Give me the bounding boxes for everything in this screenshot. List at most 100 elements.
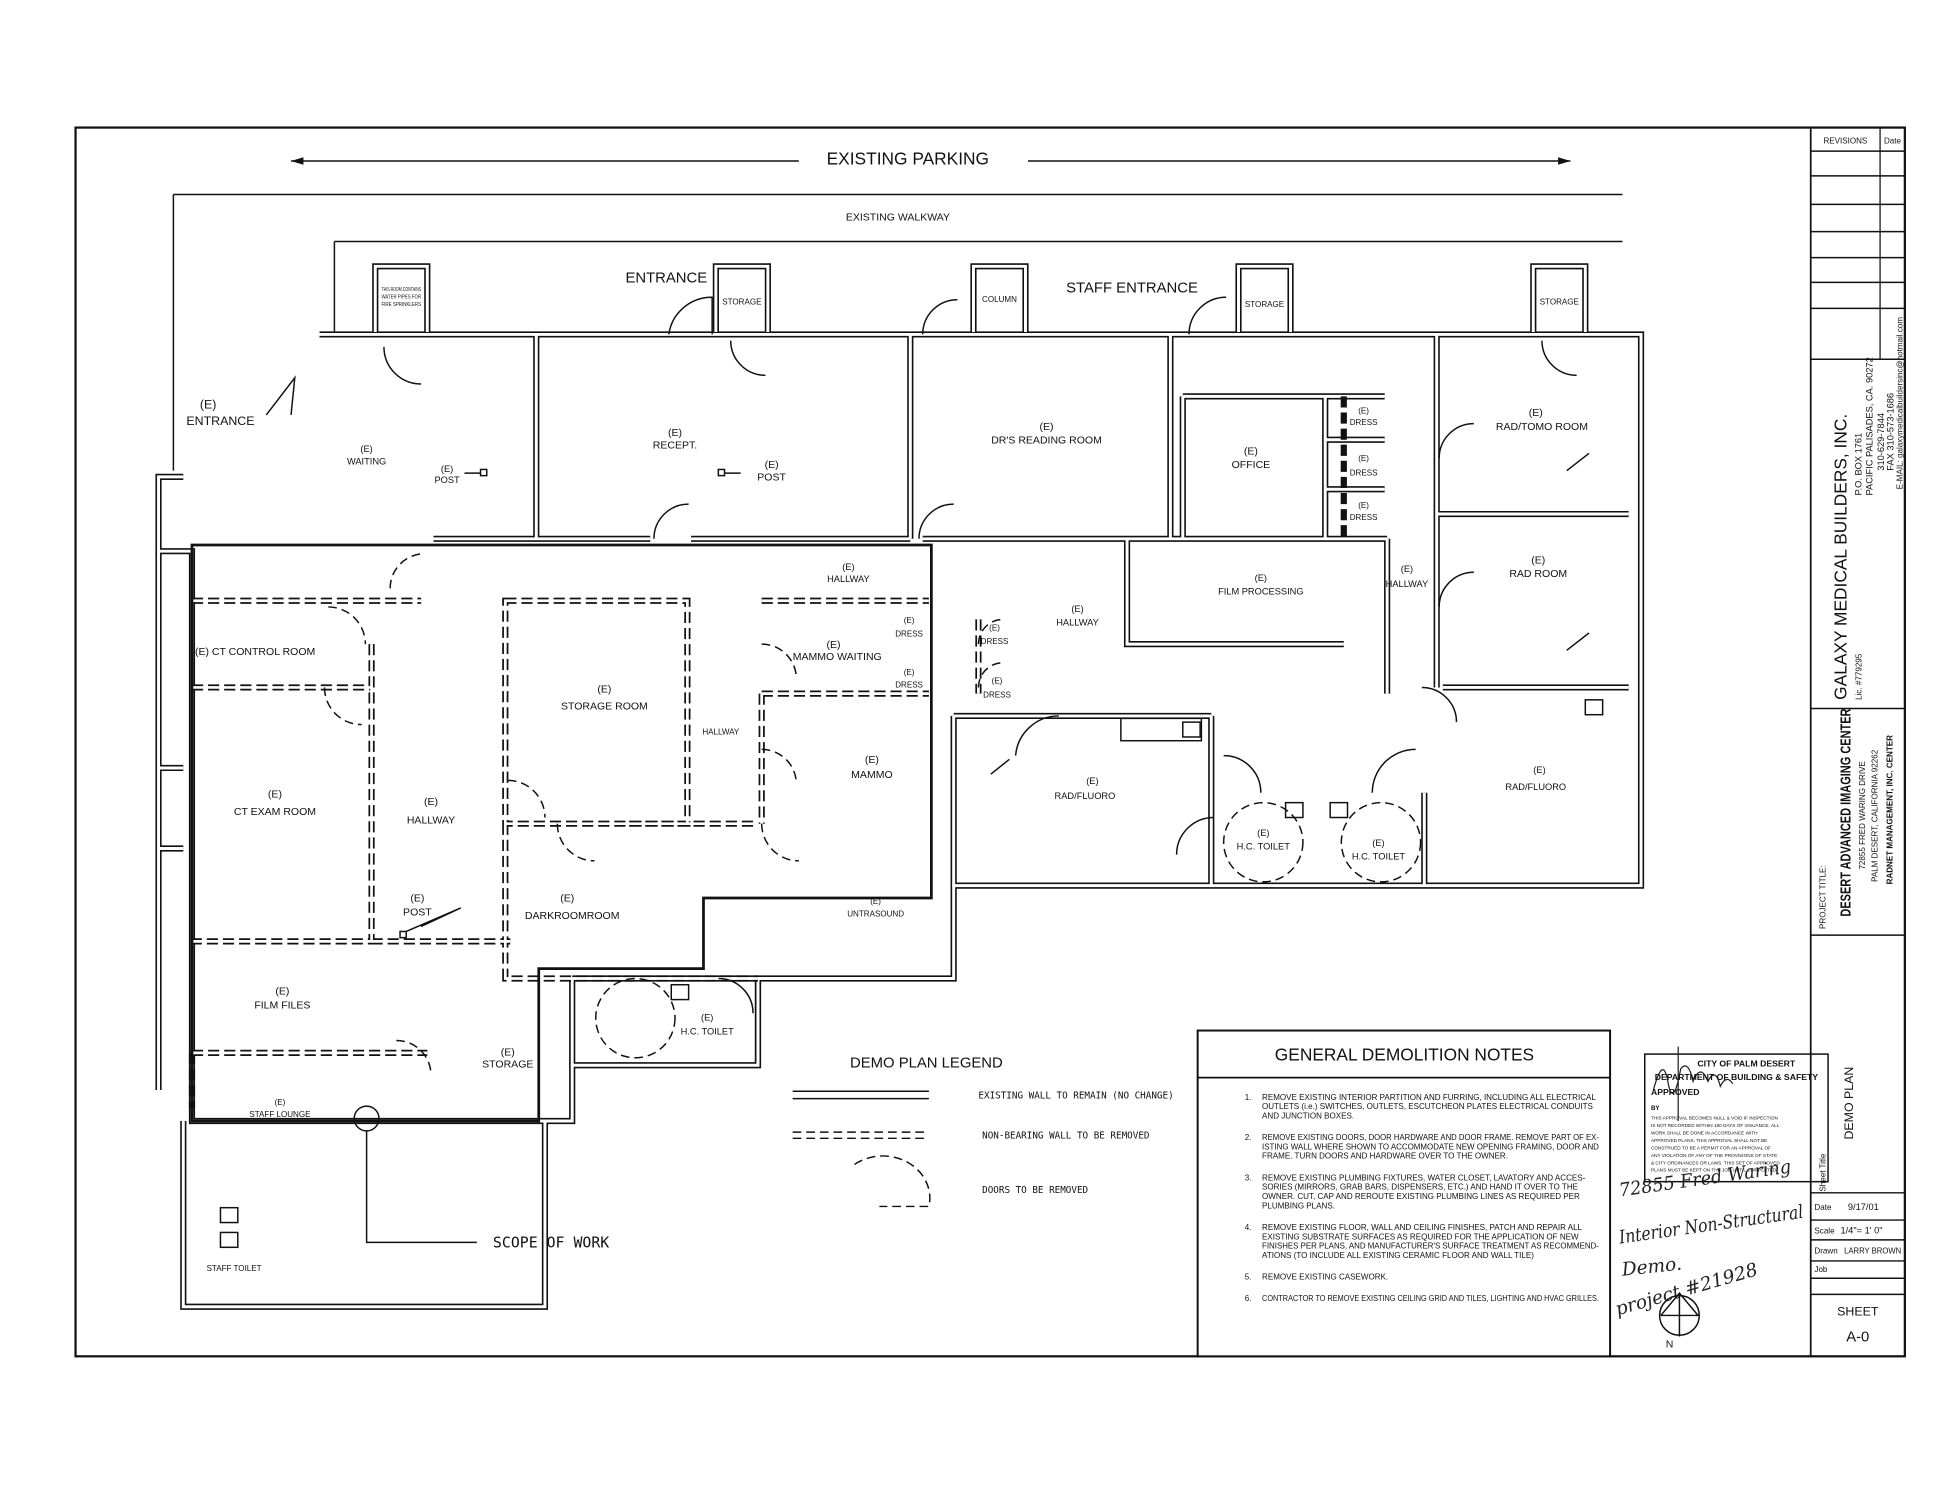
room-label: (E)RAD/FLUORO [1055, 776, 1116, 801]
note-number: 4. [1245, 1223, 1252, 1232]
svg-text:N: N [1666, 1339, 1674, 1351]
room-label: (E)UNTRASOUND [847, 897, 904, 918]
note-number: 2. [1245, 1133, 1252, 1142]
storage-label: STORAGE [722, 298, 762, 307]
room-label: (E)OFFICE [1232, 446, 1271, 472]
staff-entrance-label: STAFF ENTRANCE [1066, 280, 1198, 296]
note-line: FRAME. TURN DOORS AND HARDWARE OVER TO T… [1262, 1152, 1508, 1161]
room-label: (E)MAMMO WAITING [793, 639, 882, 663]
room-label: (E)FILM FILES [254, 986, 310, 1012]
room-label: (E)HALLWAY [827, 562, 870, 584]
note-line: REMOVE EXISTING DOORS, DOOR HARDWARE AND… [1262, 1133, 1599, 1142]
title-block: REVISIONS Date GALAXY MEDICAL BUILDERS, … [1809, 127, 1905, 1357]
sheet-title: DEMO PLAN [1842, 1067, 1856, 1140]
svg-text:9/17/01: 9/17/01 [1848, 1202, 1879, 1212]
sheet-number: A-0 [1846, 1329, 1869, 1345]
note-line: REMOVE EXISTING PLUMBING FIXTURES, WATER… [1262, 1173, 1586, 1182]
note-number: 5. [1245, 1273, 1252, 1282]
note-number: 1. [1245, 1093, 1252, 1102]
storage-label: STORAGE [1540, 298, 1580, 307]
stamp-text: PLANS MUST BE KEPT ON THE JOB UNTIL COMP… [1651, 1168, 1778, 1173]
room-label: HALLWAY [702, 728, 740, 737]
note-line: CONTRACTOR TO REMOVE EXISTING CEILING GR… [1262, 1294, 1599, 1303]
svg-text:Scale: Scale [1814, 1227, 1835, 1236]
note-line: REMOVE EXISTING INTERIOR PARTITION AND F… [1262, 1093, 1596, 1102]
room-label: (E)WAITING [347, 444, 386, 466]
posts [399, 468, 741, 939]
note-number: 3. [1245, 1173, 1252, 1182]
svg-text:Sheet Title: Sheet Title [1819, 1153, 1828, 1192]
legend-item: DOORS TO BE REMOVED [982, 1185, 1088, 1196]
room-label: (E)STAFF LOUNGE [249, 1098, 311, 1119]
svg-text:REVISIONS: REVISIONS [1823, 137, 1867, 146]
room-label: (E)CT EXAM ROOM [234, 789, 316, 818]
room-label: (E)H.C. TOILET [1352, 838, 1406, 862]
svg-text:Date: Date [1884, 137, 1902, 146]
existing-parking-label: EXISTING PARKING [827, 149, 989, 169]
existing-walkway-label: EXISTING WALKWAY [846, 211, 950, 223]
svg-text:RADNET MANAGEMENT, INC. CENTER: RADNET MANAGEMENT, INC. CENTER [1885, 735, 1894, 885]
note-line: ATIONS (TO INCLUDE ALL EXISTING CERAMIC … [1262, 1251, 1534, 1260]
demo-plan-legend: DEMO PLAN LEGEND EXISTING WALL TO REMAIN… [792, 1056, 1174, 1208]
svg-text:PALM DESERT, CALIFORNIA 92262: PALM DESERT, CALIFORNIA 92262 [1871, 749, 1880, 882]
project-name: DESERT ADVANCED IMAGING CENTER [1838, 708, 1854, 916]
room-label: (E)RECEPT. [653, 427, 697, 451]
note-line: OWNER. CUT, CAP AND REROUTE EXISTING PLU… [1262, 1192, 1580, 1201]
room-label: (E)DARKROOMROOM [525, 893, 620, 922]
scope-of-work-label: SCOPE OF WORK [493, 1233, 609, 1251]
company-name: GALAXY MEDICAL BUILDERS, INC. [1831, 414, 1851, 700]
svg-text:SHEET: SHEET [1837, 1304, 1879, 1318]
room-label: (E)DRESS [1350, 454, 1378, 478]
legend-title: DEMO PLAN LEGEND [850, 1056, 1003, 1072]
entrance-label: ENTRANCE [625, 270, 707, 286]
signature [1652, 1046, 1734, 1121]
note-line: FINISHES PER PLANS, AND MANUFACTURER'S S… [1262, 1242, 1599, 1251]
general-demolition-notes: GENERAL DEMOLITION NOTES 1. REMOVE EXISTI… [1196, 1029, 1612, 1358]
legend-item: NON-BEARING WALL TO BE REMOVED [982, 1130, 1149, 1141]
room-label: (E)POST [403, 893, 432, 919]
room-label: (E)DRESS [981, 623, 1009, 646]
stamp-text: THIS APPROVAL BECOMES NULL & VOID IF INS… [1651, 1116, 1778, 1121]
note-number: 6. [1245, 1294, 1252, 1303]
stamp-text: CONSTRUED TO BE A PERMIT FOR AN APPROVAL… [1651, 1145, 1771, 1150]
note-line: AND JUNCTION BOXES. [1262, 1111, 1354, 1120]
note-line: PLUMBING PLANS. [1262, 1201, 1335, 1210]
notes-title: GENERAL DEMOLITION NOTES [1275, 1044, 1534, 1064]
scope-of-work: SCOPE OF WORK [190, 543, 933, 1251]
room-label: (E)DRESS [895, 668, 923, 689]
room-label: (E)DRESS [1350, 407, 1378, 427]
svg-text:E-MAIL: galaxymedicalbuildersi: E-MAIL: galaxymedicalbuildersinc@hotmail… [1895, 317, 1904, 490]
stamp-text: IS NOT RECORDED WITHIN 180 DAYS OF ISSUA… [1651, 1123, 1780, 1128]
room-label: (E)RAD/TOMO ROOM [1496, 407, 1588, 433]
plumbing-fixtures [219, 452, 1604, 1249]
svg-text:Date: Date [1814, 1203, 1832, 1212]
note-line: ISTING WALL WHERE SHOWN TO ACCOMMODATE N… [1262, 1142, 1599, 1151]
svg-text:72855 FRED WARING DRIVE: 72855 FRED WARING DRIVE [1858, 761, 1867, 870]
room-label: (E)DR'S READING ROOM [991, 421, 1102, 447]
room-label: (E)H.C. TOILET [1237, 828, 1291, 852]
existing-walls [155, 263, 1645, 1310]
room-label: (E)POST [434, 464, 460, 485]
svg-text:Drawn: Drawn [1814, 1247, 1837, 1256]
stamp-text: APPROVED PLANS. THIS APPROVAL SHALL NOT … [1651, 1138, 1767, 1143]
north-arrow: N [1658, 1291, 1700, 1351]
storage-label: STORAGE [1245, 300, 1285, 309]
note-line: REMOVE EXISTING CASEWORK. [1262, 1273, 1388, 1282]
site-labels: EXISTING PARKING EXISTING WALKWAY ENTRAN… [381, 149, 1579, 309]
room-label: (E)ENTRANCE [186, 398, 254, 428]
svg-text:310-629-7844FAX 310-573-1686: 310-629-7844FAX 310-573-1686 [1876, 393, 1896, 471]
legend-item: EXISTING WALL TO REMAIN (NO CHANGE) [978, 1091, 1173, 1102]
room-label: (E)DRESS [1350, 501, 1378, 522]
room-label: (E)HALLWAY [1386, 564, 1429, 589]
room-label: (E)STORAGE ROOM [561, 683, 648, 712]
room-label: (E)FILM PROCESSING [1218, 573, 1303, 597]
room-label: (E)RAD/FLUORO [1505, 765, 1566, 792]
stamp-text: & CITY ORDINANCES OR LAWS. THIS SET OF A… [1651, 1160, 1780, 1165]
note-line: SORIES (MIRRORS, GRAB BARS, DISPENSERS, … [1262, 1183, 1579, 1192]
room-label: STAFF TOILET [207, 1264, 262, 1273]
svg-text:Job: Job [1814, 1265, 1827, 1274]
column-label: COLUMN [982, 295, 1017, 304]
